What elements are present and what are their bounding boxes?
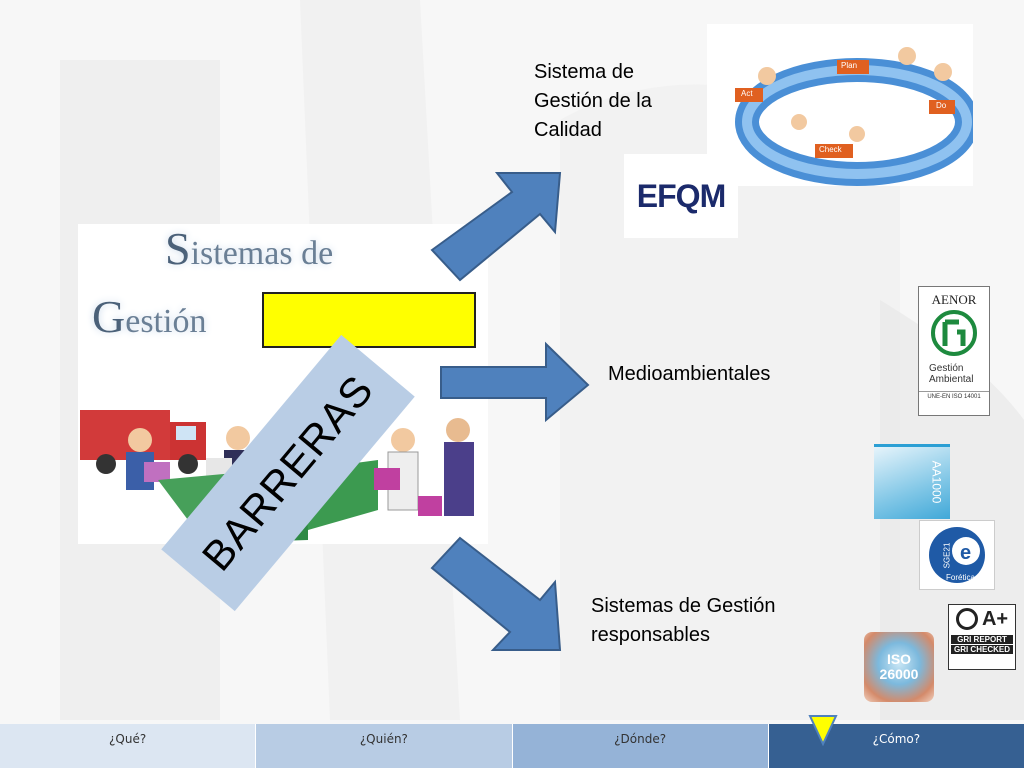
pdca-do: Do bbox=[936, 101, 947, 110]
calidad-label: Sistema de Gestión de la Calidad bbox=[534, 58, 652, 145]
aenor-iso: UNE-EN ISO 14001 bbox=[919, 391, 989, 400]
resp-line1: Sistemas de Gestión bbox=[591, 595, 776, 617]
slide-title-line2: Gestión bbox=[92, 290, 206, 343]
bottom-navigation: ¿Qué? ¿Quién? ¿Dónde? ¿Cómo? bbox=[0, 724, 1024, 768]
aenor-sub2: Ambiental bbox=[929, 374, 974, 385]
pdca-plan: Plan bbox=[841, 61, 858, 70]
gri-line2: GRI CHECKED bbox=[951, 645, 1013, 654]
calidad-line3: Calidad bbox=[534, 119, 602, 141]
nav-tab-donde[interactable]: ¿Dónde? bbox=[512, 724, 769, 768]
responsables-label: Sistemas de Gestión responsables bbox=[591, 592, 776, 650]
iso-line2: 26000 bbox=[879, 666, 919, 682]
sge21-brand: Forética bbox=[946, 573, 975, 582]
sge21-text: SGE21 bbox=[942, 542, 952, 569]
title-rest-1: istemas de bbox=[190, 235, 334, 272]
svg-text:e: e bbox=[960, 542, 971, 564]
aenor-mark-icon bbox=[931, 310, 977, 356]
gri-line1: GRI REPORT bbox=[951, 635, 1013, 644]
aa1000-logo: AA1000 bbox=[874, 444, 950, 519]
gri-grade: A+ bbox=[981, 607, 1009, 630]
active-tab-marker-icon bbox=[808, 715, 838, 746]
arrow-right bbox=[440, 341, 590, 423]
pdca-check: Check bbox=[819, 145, 842, 154]
aenor-sub1: Gestión bbox=[929, 363, 964, 374]
medio-label: Medioambientales bbox=[608, 363, 771, 385]
gri-globe-icon bbox=[955, 608, 978, 630]
aenor-logo: AENOR Gestión Ambiental UNE-EN ISO 14001 bbox=[918, 286, 990, 416]
sge21-badge-icon: e bbox=[929, 527, 985, 583]
highlight-box bbox=[262, 292, 476, 348]
sge21-logo: e SGE21 Forética bbox=[919, 520, 995, 590]
title-cap-s: S bbox=[165, 223, 191, 274]
calidad-line1: Sistema de bbox=[534, 61, 635, 83]
efqm-text: EFQM bbox=[636, 177, 726, 214]
nav-tab-como[interactable]: ¿Cómo? bbox=[768, 724, 1024, 768]
gri-top: A+ bbox=[949, 605, 1015, 633]
nav-tab-quien[interactable]: ¿Quién? bbox=[256, 724, 513, 768]
arrow-up-right bbox=[430, 172, 562, 282]
title-cap-g: G bbox=[92, 291, 126, 342]
pdca-cycle-image: Plan Do Check Act bbox=[707, 24, 979, 186]
pdca-act: Act bbox=[741, 89, 753, 98]
title-rest-2: estión bbox=[125, 303, 207, 340]
resp-line2: responsables bbox=[591, 624, 710, 646]
gri-logo: A+ GRI REPORT GRI CHECKED bbox=[948, 604, 1016, 670]
arrow-down-right bbox=[430, 536, 562, 651]
efqm-logo: EFQM bbox=[624, 154, 738, 238]
calidad-line2: Gestión de la bbox=[534, 90, 652, 112]
pdca-ring bbox=[735, 47, 979, 186]
aa1000-text: AA1000 bbox=[929, 460, 944, 504]
iso26000-logo: ISO 26000 bbox=[864, 632, 934, 702]
slide-title-line1: Sistemas de bbox=[165, 222, 333, 275]
nav-tab-que[interactable]: ¿Qué? bbox=[0, 724, 257, 768]
iso-line1: ISO bbox=[886, 651, 912, 667]
aenor-title: AENOR bbox=[931, 292, 977, 307]
